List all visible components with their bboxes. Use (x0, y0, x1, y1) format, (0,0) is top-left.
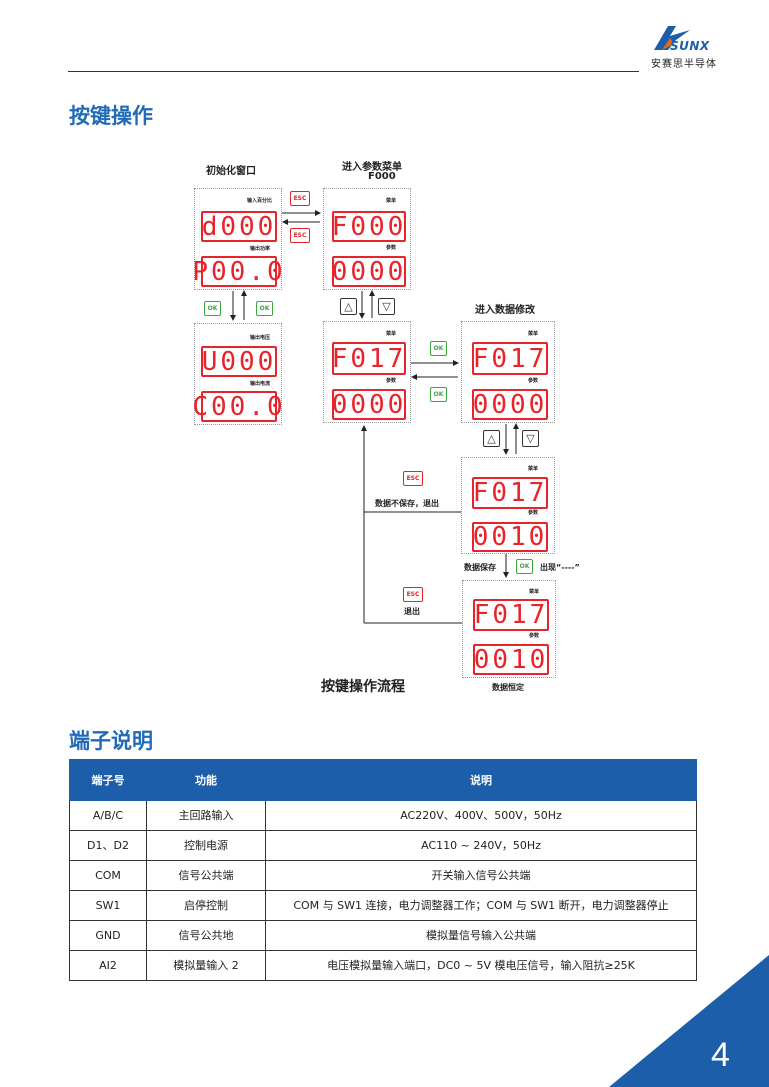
display-f017: F017 (472, 342, 548, 375)
display-f000: F000 (331, 211, 407, 242)
label-output-power: 输出功率 (250, 246, 271, 252)
header-description: 说明 (265, 759, 697, 801)
ok-key-icon: OK (430, 387, 447, 402)
panel-menu-f000: 菜单 F000 参数 0000 (323, 188, 411, 290)
label-output-voltage: 输出电压 (250, 335, 271, 341)
display-c000: C00.0 (192, 391, 286, 422)
cell-terminal: SW1 (69, 890, 147, 921)
label-menu: 菜单 (528, 331, 539, 337)
label-menu: 菜单 (529, 589, 540, 595)
cell-description: 开关输入信号公共端 (265, 860, 697, 891)
cell-description: AC110 ~ 240V，50Hz (265, 830, 697, 861)
cell-function: 主回路输入 (146, 800, 266, 831)
display-0010: 0010 (473, 644, 549, 675)
note-exit: 退出 (404, 607, 420, 616)
display-f017: F017 (472, 477, 548, 509)
cell-terminal: D1、D2 (69, 830, 147, 861)
table-row: SW1 启停控制 COM 与 SW1 连接，电力调整器工作；COM 与 SW1 … (69, 890, 697, 921)
page-number: 4 (711, 1036, 730, 1074)
label-menu: 菜单 (386, 331, 397, 337)
esc-key-icon: ESC (290, 191, 310, 206)
table-row: GND 信号公共地 模拟量信号输入公共端 (69, 920, 697, 951)
label-param: 参数 (529, 633, 540, 639)
ok-key-icon: OK (204, 301, 221, 316)
table-row: D1、D2 控制电源 AC110 ~ 240V，50Hz (69, 830, 697, 861)
panel-data-modified: 菜单 F017 参数 0010 (461, 457, 555, 554)
ok-key-icon: OK (516, 559, 533, 574)
label-init-window: 初始化窗口 (206, 166, 256, 177)
note-data-save: 数据保存 (464, 563, 496, 572)
display-0000: 0000 (331, 389, 407, 420)
diagram-caption: 按键操作流程 (321, 679, 405, 695)
panel-data-fixed: 菜单 F017 参数 0010 (462, 580, 556, 678)
ok-key-icon: OK (256, 301, 273, 316)
display-0000: 0000 (331, 256, 407, 287)
section-title-terminal: 端子说明 (69, 729, 153, 753)
up-key-icon: △ (340, 298, 357, 315)
cell-description: AC220V、400V、500V，50Hz (265, 800, 697, 831)
panel-menu-f017: 菜单 F017 参数 0000 (323, 321, 411, 423)
panel-data-modify: 菜单 F017 参数 0000 (461, 321, 555, 423)
header-divider (68, 71, 639, 72)
terminal-table: 端子号 功能 说明 A/B/C 主回路输入 AC220V、400V、500V，5… (69, 759, 697, 981)
label-input-percent: 输入百分比 (247, 198, 273, 204)
header-function: 功能 (146, 759, 266, 801)
display-d000: d000 (201, 211, 277, 242)
label-enter-data: 进入数据修改 (475, 305, 535, 316)
table-row: A/B/C 主回路输入 AC220V、400V、500V，50Hz (69, 800, 697, 831)
cell-terminal: COM (69, 860, 147, 891)
label-param: 参数 (386, 245, 397, 251)
table-row: AI2 模拟量输入 2 电压模拟量输入端口，DC0 ~ 5V 模电压信号，输入阻… (69, 950, 697, 981)
ok-key-icon: OK (430, 341, 447, 356)
cell-terminal: GND (69, 920, 147, 951)
label-output-current: 输出电流 (250, 381, 271, 387)
cell-function: 模拟量输入 2 (146, 950, 266, 981)
cell-terminal: A/B/C (69, 800, 147, 831)
label-menu: 菜单 (528, 466, 539, 472)
label-param: 参数 (528, 378, 539, 384)
company-logo-icon (654, 26, 690, 50)
note-no-save-exit: 数据不保存，退出 (375, 499, 439, 508)
panel-init-window-2: 输出电压 U000 输出电流 C00.0 (192, 323, 286, 425)
note-data-fixed: 数据恒定 (492, 683, 524, 692)
cell-function: 信号公共地 (146, 920, 266, 951)
display-f017: F017 (473, 599, 549, 631)
flow-arrows (230, 210, 519, 624)
note-appear: 出现“----” (540, 563, 580, 572)
cell-function: 控制电源 (146, 830, 266, 861)
brand-name: SUNX (670, 39, 710, 53)
display-f017: F017 (331, 342, 407, 375)
down-key-icon: ▽ (378, 298, 395, 315)
display-0000: 0000 (472, 389, 548, 420)
key-operation-flow-diagram: 初始化窗口 进入参数菜单 F000 进入数据修改 输入百分比 d000 输出功率… (192, 162, 580, 695)
esc-key-icon: ESC (403, 471, 423, 486)
company-name: 安赛思半导体 (651, 59, 717, 70)
esc-key-icon: ESC (290, 228, 310, 243)
label-f000: F000 (368, 171, 396, 182)
header-terminal-no: 端子号 (69, 759, 147, 801)
cell-terminal: AI2 (69, 950, 147, 981)
display-0010: 0010 (472, 522, 548, 552)
up-key-icon: △ (483, 430, 500, 447)
cell-description: COM 与 SW1 连接，电力调整器工作；COM 与 SW1 断开，电力调整器停… (265, 890, 697, 921)
display-u000: U000 (201, 346, 277, 377)
label-menu: 菜单 (386, 198, 397, 204)
down-key-icon: ▽ (522, 430, 539, 447)
label-param: 参数 (386, 378, 397, 384)
label-param: 参数 (528, 510, 539, 516)
page-corner-triangle (609, 955, 769, 1087)
cell-function: 信号公共端 (146, 860, 266, 891)
esc-key-icon: ESC (403, 587, 423, 602)
cell-description: 模拟量信号输入公共端 (265, 920, 697, 951)
panel-init-window: 输入百分比 d000 输出功率 P00.0 (192, 188, 286, 290)
cell-description: 电压模拟量输入端口，DC0 ~ 5V 模电压信号，输入阻抗≥25K (265, 950, 697, 981)
label-enter-menu: 进入参数菜单 (342, 162, 402, 173)
table-row: COM 信号公共端 开关输入信号公共端 (69, 860, 697, 891)
display-p000: P00.0 (192, 256, 286, 287)
table-header-row: 端子号 功能 说明 (69, 759, 697, 801)
cell-function: 启停控制 (146, 890, 266, 921)
section-title-key-operation: 按键操作 (69, 104, 153, 128)
